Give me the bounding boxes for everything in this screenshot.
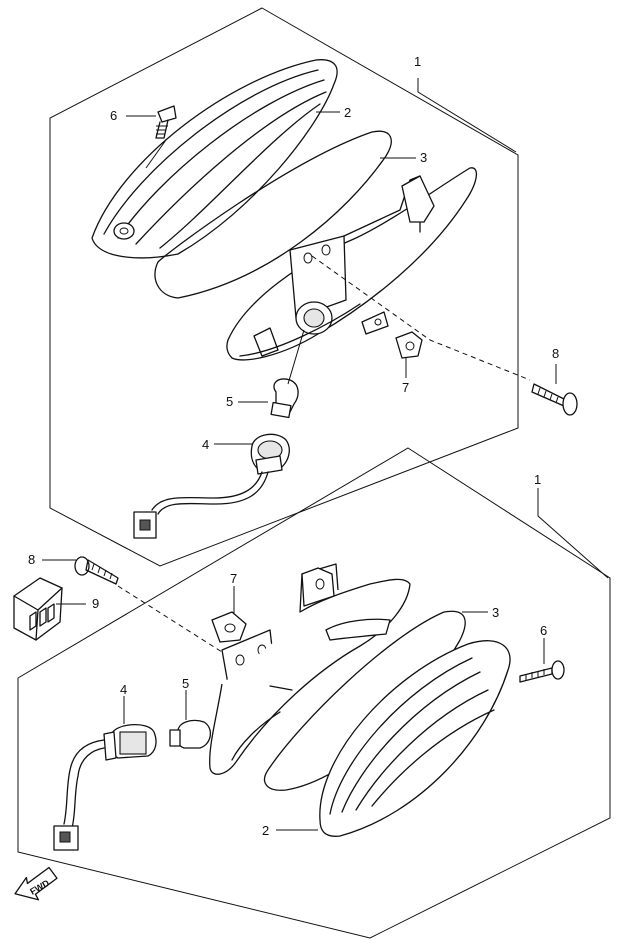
lower-lens [319,640,511,837]
upper-screw [155,105,177,139]
upper-bulb [270,378,299,419]
callout-upper-socket: 4 [202,437,209,452]
upper-gasket [154,130,392,299]
upper-lens [91,59,338,259]
callout-lower-nut: 7 [230,571,237,586]
lower-bulb [169,719,211,749]
upper-socket [133,433,290,539]
callout-lower-socket: 4 [120,682,127,697]
upper-mount-screw [531,383,578,416]
callout-upper-bulb: 5 [226,394,233,409]
fwd-arrow-icon: FWD [14,866,58,901]
callout-lower-relay: 9 [92,596,99,611]
callout-lower-bulb: 5 [182,676,189,691]
callout-upper-nut: 7 [402,380,409,395]
lower-assembly [13,447,611,939]
lower-screw [519,660,565,683]
callout-lower-assembly: 1 [534,472,541,487]
callout-upper-lens: 2 [344,105,351,120]
callout-upper-gasket: 3 [420,150,427,165]
relay [13,577,63,641]
callout-lower-screw: 6 [540,623,547,638]
upper-housing [226,167,477,361]
lower-housing [209,563,411,775]
callout-lower-lens: 2 [262,823,269,838]
upper-assembly [49,7,578,567]
lower-nut [211,611,247,643]
callout-upper-assembly: 1 [414,54,421,69]
upper-assembly-frame [49,7,519,567]
lower-socket [53,724,157,851]
callout-upper-mount-screw: 8 [552,346,559,361]
callout-lower-gasket: 3 [492,605,499,620]
upper-nut [395,331,423,359]
callout-lower-mount-screw: 8 [28,552,35,567]
lower-mount-screw [74,556,119,585]
lower-gasket [263,610,466,791]
lower-assembly-frame [17,447,611,939]
callout-upper-screw: 6 [110,108,117,123]
